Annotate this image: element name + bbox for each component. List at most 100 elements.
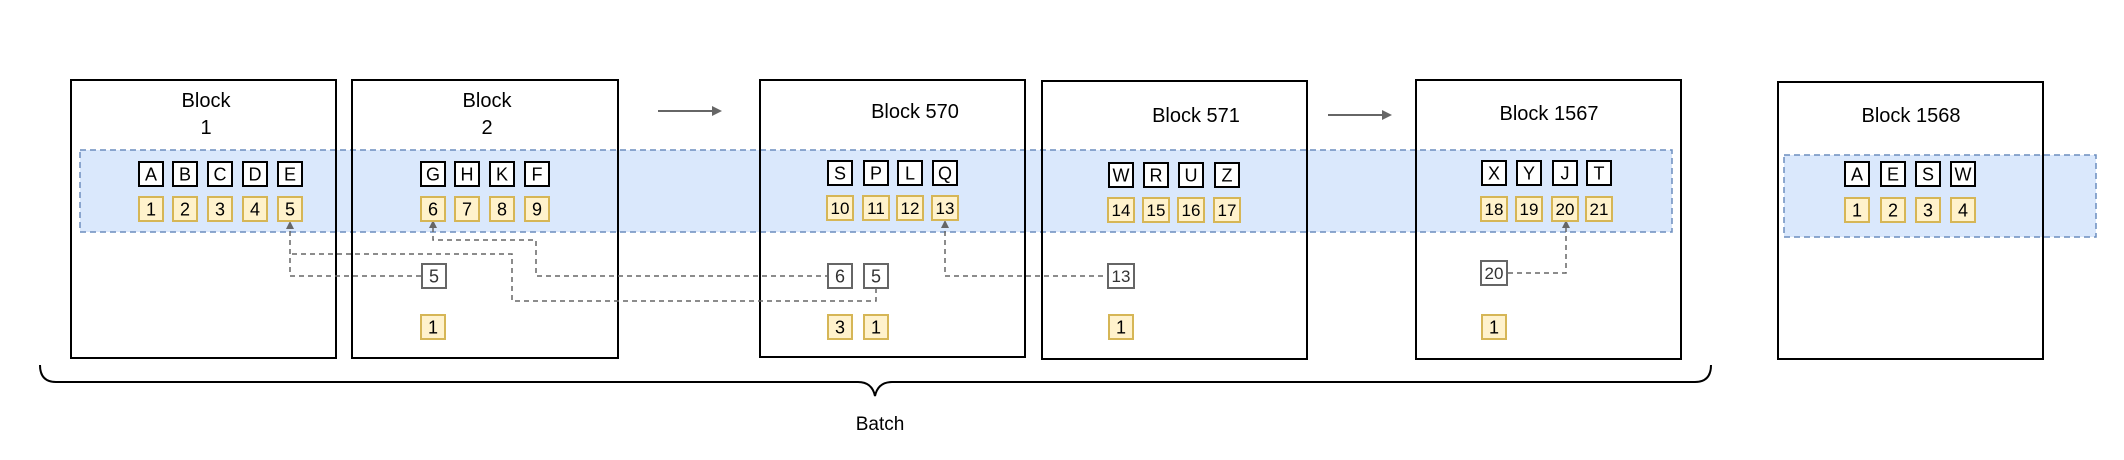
number-key-box [1177, 197, 1205, 223]
count-key: 1 [1108, 314, 1134, 340]
number-key-text: 9 [532, 199, 542, 219]
letter-key-text: A [1851, 164, 1863, 184]
letter-key-text: F [532, 164, 543, 184]
letter-key-text: Y [1523, 163, 1535, 183]
letter-key-box [1950, 161, 1976, 187]
number-key: 11 [862, 195, 890, 221]
reference-key-text: 20 [1485, 264, 1504, 283]
number-key-box [1213, 197, 1241, 223]
number-key-text: 5 [285, 199, 295, 219]
number-key-box [489, 196, 515, 222]
letter-key-text: E [1887, 164, 1899, 184]
number-key-box [277, 196, 303, 222]
reference-key-text: 5 [871, 266, 881, 286]
reference-key-text: 13 [1112, 267, 1131, 286]
letter-key: Q [932, 160, 958, 186]
reference-key-box [421, 263, 447, 289]
block-title: Block 1567 [1500, 103, 1599, 125]
letter-key-text: P [870, 163, 882, 183]
letter-key: X [1481, 160, 1507, 186]
count-key: 1 [420, 314, 446, 340]
reference-key: 20 [1480, 260, 1508, 286]
number-key: 20 [1551, 196, 1579, 222]
letter-key: W [1108, 162, 1134, 188]
letter-key: S [827, 160, 853, 186]
count-key-text: 1 [1116, 317, 1126, 337]
letter-key: S [1915, 161, 1941, 187]
letter-key-box [207, 161, 233, 187]
reference-key-box [827, 263, 853, 289]
count-key: 1 [863, 314, 889, 340]
letter-key-text: J [1561, 163, 1570, 183]
letter-key: A [138, 161, 164, 187]
letter-key: B [172, 161, 198, 187]
number-key-box [1844, 197, 1870, 223]
number-key-box [1585, 196, 1613, 222]
count-key-box [827, 314, 853, 340]
reference-key: 6 [827, 263, 853, 289]
letter-key: H [454, 161, 480, 187]
letter-key-box [863, 160, 889, 186]
number-key-text: 7 [462, 199, 472, 219]
count-key-box [863, 314, 889, 340]
number-key-box [207, 196, 233, 222]
number-key: 1 [1844, 197, 1870, 223]
block-570-frame [759, 79, 1026, 358]
letter-key: T [1586, 160, 1612, 186]
letter-key: R [1143, 162, 1169, 188]
letter-key-box [1178, 162, 1204, 188]
block-1-frame [70, 79, 337, 359]
count-key-text: 1 [871, 317, 881, 337]
number-key: 12 [896, 195, 924, 221]
number-key-box [524, 196, 550, 222]
count-key-text: 1 [1489, 317, 1499, 337]
number-key-text: 20 [1556, 200, 1575, 219]
number-key-text: 3 [1923, 200, 1933, 220]
block-571-frame [1041, 80, 1308, 360]
letter-key: J [1552, 160, 1578, 186]
reference-key: 5 [863, 263, 889, 289]
number-key-text: 16 [1182, 201, 1201, 220]
block-title-line-2: 2 [481, 117, 492, 139]
number-key-text: 15 [1147, 201, 1166, 220]
reference-key-text: 6 [835, 266, 845, 286]
reference-key-box [1480, 260, 1508, 286]
count-key: 3 [827, 314, 853, 340]
number-key: 4 [242, 196, 268, 222]
letter-key-box [1214, 162, 1240, 188]
letter-key-box [932, 160, 958, 186]
count-key-text: 3 [835, 317, 845, 337]
reference-key-box [863, 263, 889, 289]
number-key-text: 18 [1485, 200, 1504, 219]
number-key-box [1551, 196, 1579, 222]
letter-key-text: E [284, 164, 296, 184]
number-key: 15 [1142, 197, 1170, 223]
number-key-text: 4 [250, 199, 260, 219]
connector-ref13-to-block570 [941, 220, 1112, 277]
letter-key-text: A [145, 164, 157, 184]
number-key: 2 [1880, 197, 1906, 223]
number-key-box [1880, 197, 1906, 223]
count-key-text: 1 [428, 317, 438, 337]
number-key-text: 13 [936, 199, 955, 218]
number-key: 8 [489, 196, 515, 222]
number-key-text: 8 [497, 199, 507, 219]
number-key-text: 6 [428, 199, 438, 219]
connector-ref20-to-block1567 [1508, 220, 1570, 274]
number-key-box [172, 196, 198, 222]
number-key: 10 [826, 195, 854, 221]
number-key: 3 [1915, 197, 1941, 223]
letter-key: K [489, 161, 515, 187]
reference-key: 5 [421, 263, 447, 289]
number-key: 9 [524, 196, 550, 222]
letter-key-text: Q [938, 163, 952, 183]
letter-key-box [1586, 160, 1612, 186]
letter-key-text: Z [1222, 165, 1233, 185]
batch-brace [39, 364, 1712, 397]
number-key-text: 1 [1852, 200, 1862, 220]
number-key-text: 3 [215, 199, 225, 219]
letter-key-text: R [1150, 165, 1163, 185]
letter-key-text: B [179, 164, 191, 184]
